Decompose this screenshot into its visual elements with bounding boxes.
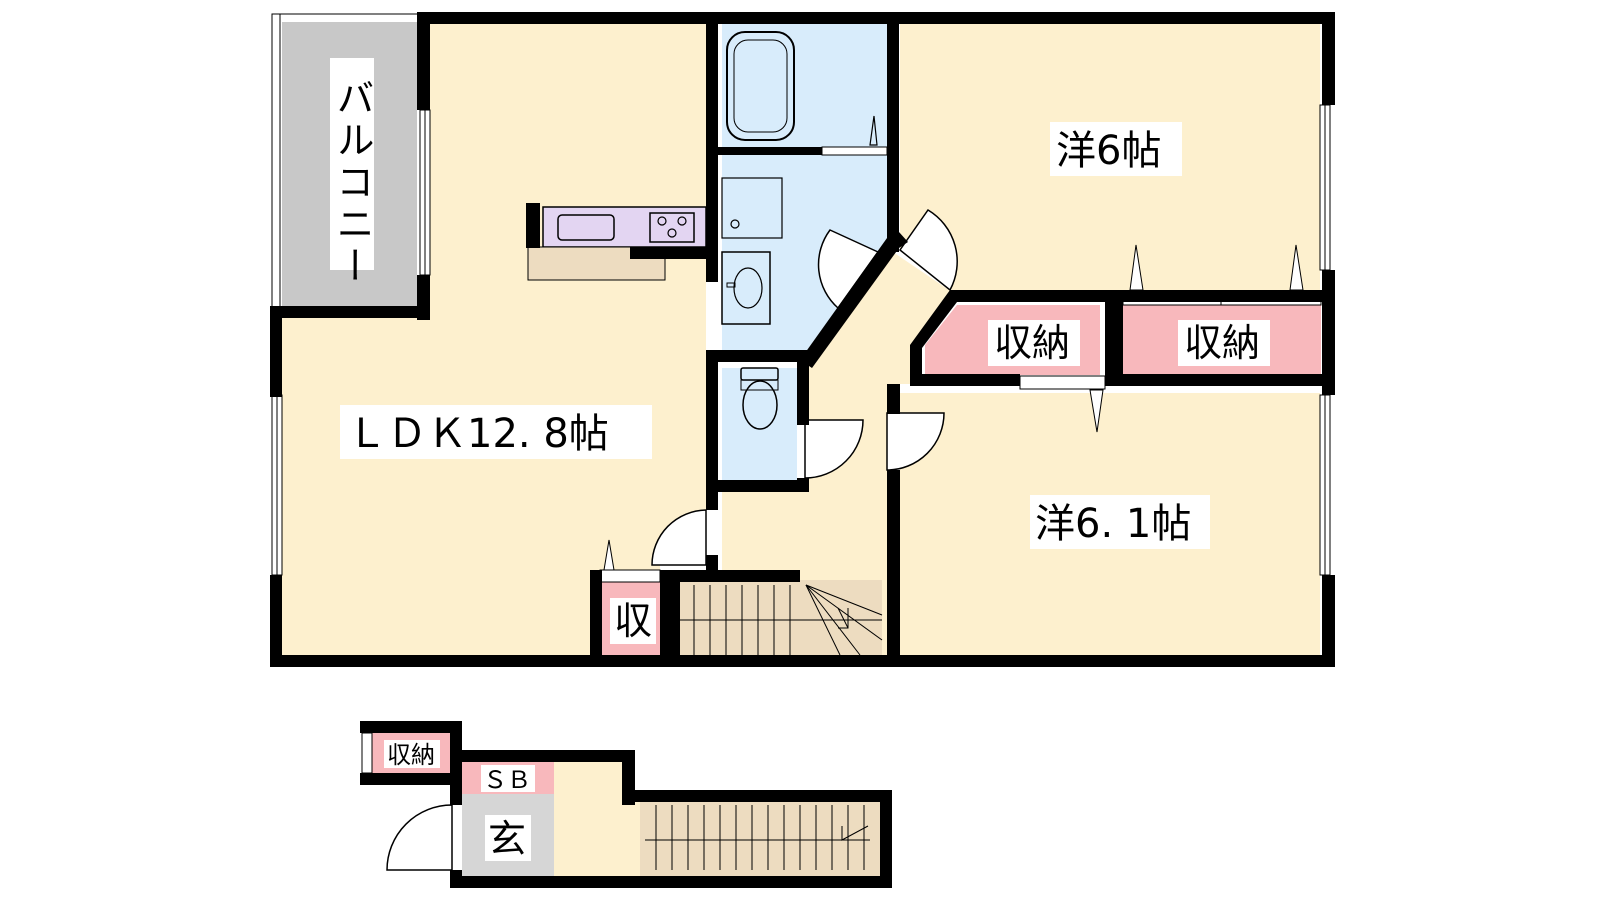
upper-stairs [680,584,883,656]
western-room-1-door [898,208,958,292]
room-labels: バルコニー ＬＤＫ12. 8帖 洋6帖 洋6. 1帖 収納 収納 収 収納 ＳＢ… [330,58,1270,861]
entrance-storage-slide [361,732,373,774]
shoe-box-label: ＳＢ [483,766,531,794]
closet-1-lower-slide [1019,375,1106,390]
kitchen-end-panel [526,203,540,248]
room-fills [282,22,1321,660]
ldk-floor [282,22,706,655]
lower-walls [360,721,892,888]
shower-icon [869,115,878,146]
entrance-label: 玄 [488,817,526,861]
lower-stairs-floor [640,800,880,876]
washroom-door [817,229,880,310]
small-storage-label: 収 [614,599,652,643]
stove-icon [649,212,695,243]
entrance-door [386,804,453,871]
bathtub-inner [733,39,788,133]
western-room-2-door [886,412,945,471]
fixtures [526,31,878,430]
bathtub-icon [726,31,795,141]
western-room-1-label: 洋6帖 [1056,128,1161,174]
western-room-2-label: 洋6. 1帖 [1035,501,1191,547]
small-storage-slide [599,569,661,583]
washbasin-icon [721,251,771,325]
bath-floor [722,22,887,147]
lower-stairs [645,805,870,870]
storage-1-label: 収納 [994,321,1070,365]
balcony-rail [271,13,281,313]
storage-2-label: 収納 [1184,321,1260,365]
balcony-label: バルコニー [330,78,374,288]
ldk-label: ＬＤＫ12. 8帖 [347,411,609,457]
entrance-storage-label: 収納 [387,741,435,769]
ldk-door [651,509,707,566]
bath-sliding-door [821,146,888,156]
washroom-floor [722,155,887,360]
toilet-floor [722,368,797,480]
toilet-bowl-icon [742,380,778,430]
toilet-door [804,419,864,479]
doors [386,208,958,871]
sink-icon [557,214,615,241]
laundry-space [721,177,783,239]
walls [270,12,1335,667]
